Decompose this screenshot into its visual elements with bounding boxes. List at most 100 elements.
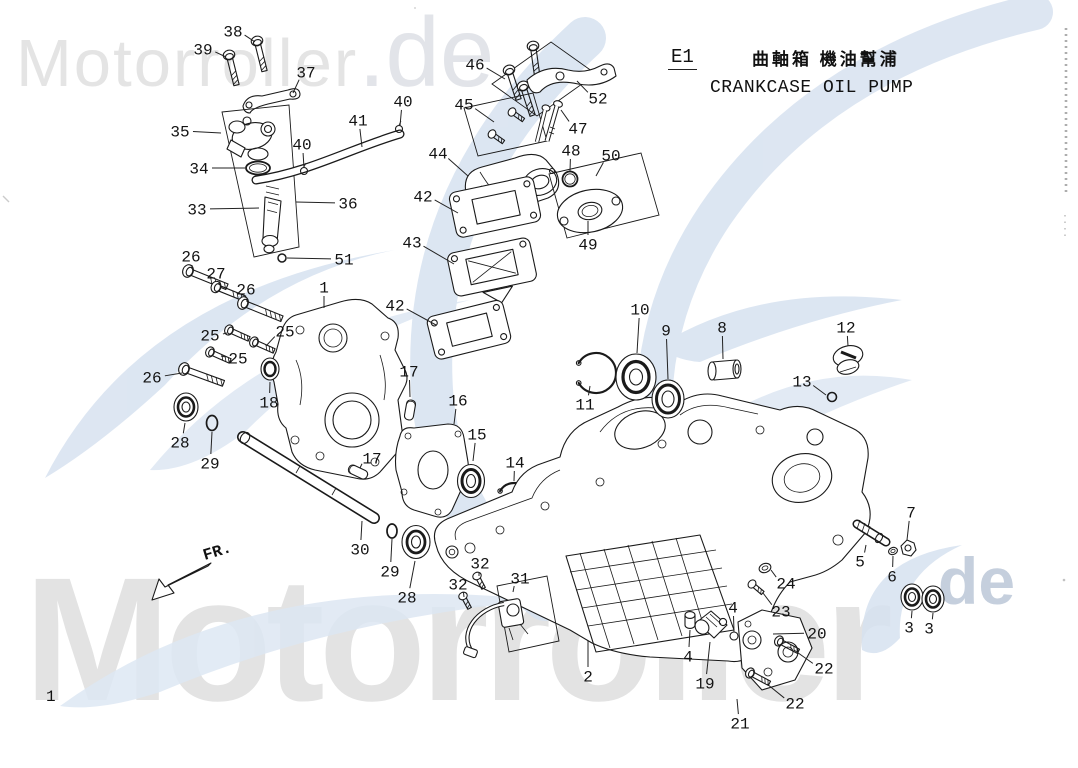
part-5-stud: [852, 519, 891, 547]
part-7-nut: [900, 539, 917, 557]
svg-text:3: 3: [904, 620, 914, 638]
part-43-reed-valve: [447, 237, 537, 304]
svg-text:28: 28: [170, 435, 189, 453]
callout-24: 24: [770, 569, 796, 594]
svg-text:17: 17: [362, 451, 381, 469]
svg-text:13: 13: [792, 374, 811, 392]
svg-text:37: 37: [296, 65, 315, 83]
svg-text:32: 32: [470, 556, 489, 574]
svg-text:40: 40: [292, 137, 311, 155]
part-6-washer: [888, 546, 898, 556]
svg-text:5: 5: [855, 554, 865, 572]
svg-text:23: 23: [771, 604, 790, 622]
svg-text:20: 20: [807, 626, 826, 644]
svg-text:25: 25: [228, 351, 247, 369]
svg-text:16: 16: [448, 393, 467, 411]
callout-50: 50: [595, 148, 621, 177]
part-24-washer: [758, 562, 772, 574]
svg-text:2: 2: [583, 669, 593, 687]
callout-41: 41: [348, 113, 368, 148]
callout-14: 14: [505, 455, 525, 482]
watermark-top-main: Motorroller: [16, 26, 359, 101]
part-2-crankcase-right: [433, 393, 871, 663]
callout-44: 44: [428, 146, 469, 177]
fr-direction-arrow: [151, 562, 212, 601]
part-29-oring: [386, 523, 398, 539]
part-42-gasket: [448, 176, 542, 238]
part-51-oring: [277, 253, 287, 263]
callout-22: 22: [766, 683, 805, 714]
callout-13: 13: [792, 374, 827, 396]
svg-text:19: 19: [695, 676, 714, 694]
callout-40: 40: [393, 94, 413, 127]
svg-text:7: 7: [906, 505, 916, 523]
svg-text:25: 25: [275, 324, 294, 342]
watermark-top-suffix: .de: [358, 0, 495, 107]
callout-26: 26: [142, 370, 183, 388]
svg-text:26: 26: [181, 249, 200, 267]
callout-8: 8: [717, 320, 727, 360]
watermark-accent-de: de: [938, 544, 1016, 618]
svg-text:29: 29: [200, 456, 219, 474]
callout-19: 19: [695, 641, 715, 694]
part-25-bolt: [247, 334, 277, 357]
callout-25: 25: [265, 324, 295, 347]
callout-9: 9: [661, 323, 671, 380]
watermark-top: Motorroller.de: [16, 0, 494, 109]
part-3-bearing: [900, 583, 924, 611]
svg-text:22: 22: [785, 696, 804, 714]
callout-37: 37: [292, 65, 316, 94]
callout-31: 31: [510, 571, 530, 593]
svg-text:14: 14: [505, 455, 524, 473]
callout-43: 43: [402, 235, 455, 265]
callout-1: 1: [319, 280, 329, 308]
svg-text:36: 36: [338, 196, 357, 214]
part-41-hose: [251, 129, 405, 185]
callout-51: 51: [286, 252, 354, 270]
svg-text:11: 11: [575, 397, 594, 415]
svg-text:27: 27: [206, 266, 225, 284]
svg-text:26: 26: [142, 370, 161, 388]
svg-text:8: 8: [717, 320, 727, 338]
svg-text:22: 22: [814, 661, 833, 679]
svg-text:15: 15: [467, 427, 486, 445]
callout-21: 21: [730, 698, 750, 734]
part-12-oil-plug: [832, 345, 864, 375]
callout-38: 38: [223, 24, 256, 43]
section-code: E1: [668, 46, 697, 70]
part-1-crankcase-left: [270, 298, 408, 480]
callout-23: 23: [762, 592, 791, 622]
part-47-stud-bolts: [534, 100, 563, 143]
callout-3: 3: [904, 610, 914, 638]
svg-text:10: 10: [630, 302, 649, 320]
svg-text:52: 52: [588, 91, 607, 109]
svg-text:38: 38: [223, 24, 242, 42]
svg-text:21: 21: [730, 716, 749, 734]
part-42-gasket: [426, 299, 512, 360]
svg-text:3: 3: [924, 621, 934, 639]
callout-27: 27: [206, 266, 226, 286]
callout-7: 7: [906, 505, 916, 541]
callout-5: 5: [855, 544, 867, 572]
part-31-pump-kit-box: [496, 575, 560, 653]
svg-text:26: 26: [236, 282, 255, 300]
scan-artifacts: [2, 7, 1068, 582]
svg-text:41: 41: [348, 113, 367, 131]
part-48-oring: [561, 170, 579, 188]
callout-47: 47: [560, 109, 588, 139]
callout-30: 30: [350, 520, 370, 560]
svg-text:50: 50: [601, 148, 620, 166]
svg-text:49: 49: [578, 237, 597, 255]
callout-20: 20: [772, 626, 827, 644]
callout-28: 28: [170, 422, 190, 453]
part-20-cover-plate: [729, 609, 813, 691]
callout-10: 10: [630, 302, 650, 354]
part-8-bushing: [707, 359, 742, 381]
callout-11: 11: [575, 385, 595, 415]
part-19-plunger: [694, 610, 728, 639]
svg-text:51: 51: [334, 252, 353, 270]
part-25-bolt: [222, 322, 252, 345]
